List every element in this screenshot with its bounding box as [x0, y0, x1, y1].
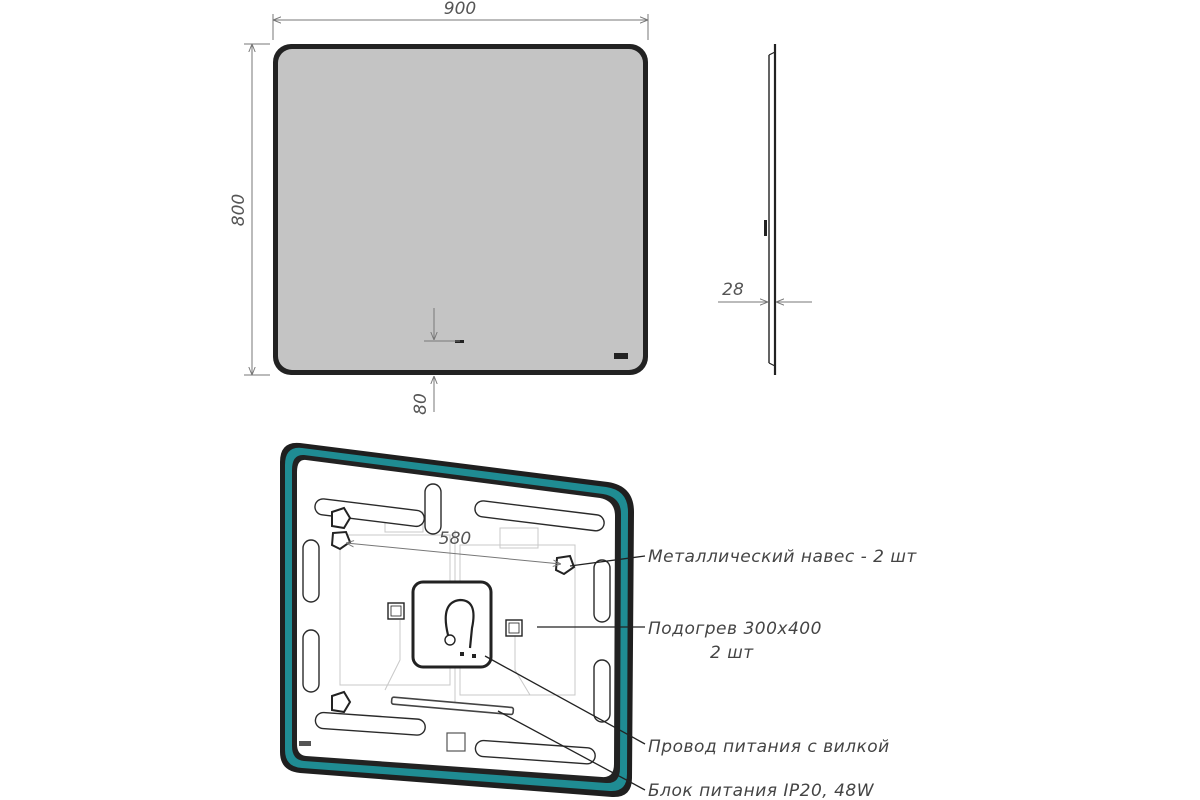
callout-power-unit-label: Блок питания IP20, 48W	[648, 781, 875, 800]
vent-slot	[593, 559, 611, 623]
height-dimension-label: 800	[229, 194, 249, 226]
width-dimension: 900	[272, 0, 649, 40]
power-unit	[390, 696, 515, 716]
vent-slot	[314, 498, 425, 528]
mirror-front-glass	[278, 49, 643, 370]
depth-dimension: 28	[718, 280, 812, 302]
front-view	[273, 44, 648, 375]
callout-power-cord: Провод питания с вилкой	[484, 655, 890, 757]
heater-terminal-icon	[505, 619, 523, 637]
vent-slot	[593, 659, 611, 723]
heater-terminal-icon	[387, 602, 405, 620]
power-plug-icon	[444, 598, 475, 649]
cable-compartment	[411, 580, 493, 669]
callout-hangers-label: Металлический навес - 2 шт	[648, 547, 917, 567]
depth-dimension-label: 28	[722, 280, 744, 300]
bottom-switch-icon	[446, 732, 466, 752]
vent-slot	[424, 483, 442, 535]
bottom-offset-dimension: 80	[411, 308, 460, 415]
height-dimension: 800	[229, 43, 270, 376]
hanger-icon	[331, 690, 352, 714]
vent-slot	[302, 539, 320, 603]
hanger-icon	[331, 506, 352, 530]
rear-view: 580	[280, 442, 634, 798]
brand-logo-icon	[614, 353, 628, 359]
callout-power-cord-label: Провод питания с вилкой	[648, 737, 890, 757]
callout-heater: Подогрев 300х400 2 шт	[537, 619, 822, 663]
callout-hangers: Металлический навес - 2 шт	[569, 547, 917, 567]
vent-slot	[474, 500, 605, 532]
vent-slot	[302, 629, 320, 693]
callout-power-unit: Блок питания IP20, 48W	[497, 710, 875, 800]
side-view	[764, 44, 777, 375]
callout-heater-label: Подогрев 300х400	[648, 619, 822, 639]
vent-slot	[474, 739, 596, 765]
side-switch-icon	[764, 220, 767, 236]
rear-label-icon	[299, 741, 311, 746]
callout-heater-qty: 2 шт	[710, 643, 754, 663]
width-dimension-label: 900	[444, 0, 476, 19]
vent-slot	[314, 711, 426, 736]
bottom-offset-label: 80	[411, 393, 431, 415]
hanger-spacing-label: 580	[439, 529, 471, 549]
hanger-icon	[330, 530, 352, 551]
